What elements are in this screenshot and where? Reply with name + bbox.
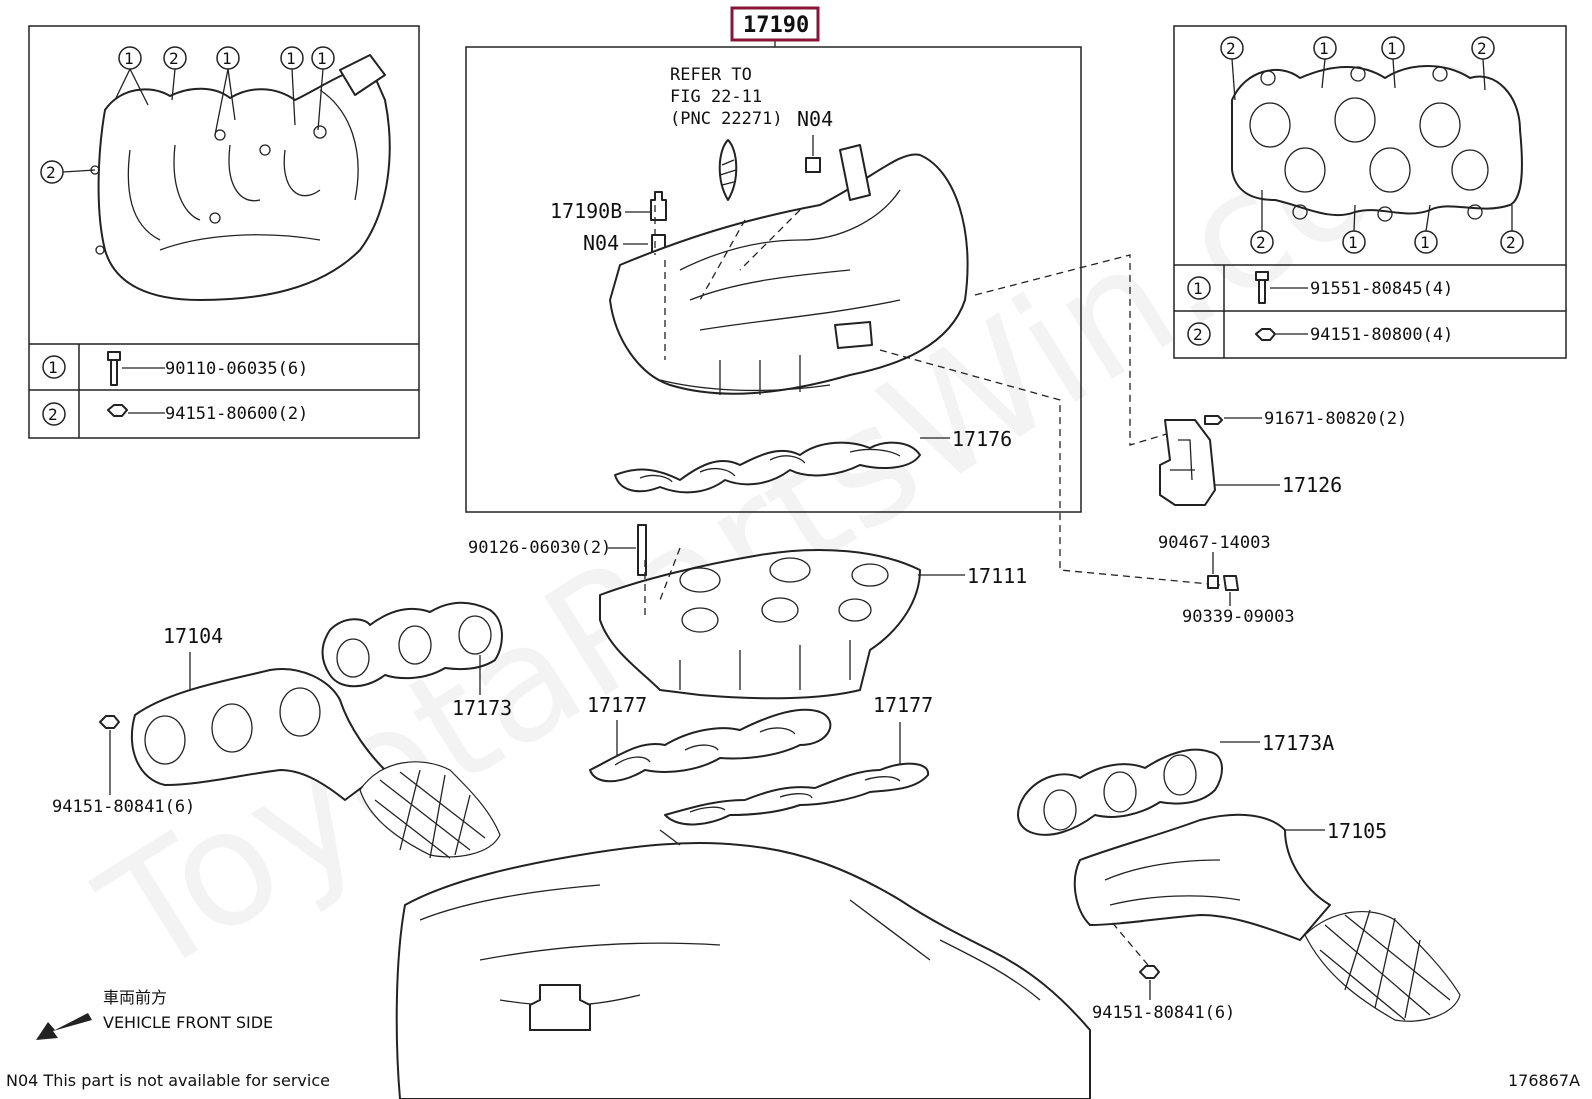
gasket-17173a xyxy=(1017,748,1223,836)
label-17177-b: 17177 xyxy=(873,693,933,717)
legend-part-94151-80800: 94151-80800(4) xyxy=(1310,325,1453,345)
callout-2: 2 xyxy=(1506,233,1516,252)
label-17126: 17126 xyxy=(1282,473,1342,497)
bracket-17126 xyxy=(1159,419,1216,506)
legend-part-91551: 91551-80845(4) xyxy=(1310,279,1453,299)
left-inset-callouts: 1 2 1 1 1 2 xyxy=(40,46,335,184)
front-arrow-icon xyxy=(36,1013,92,1040)
right-inset: 2 1 1 2 2 1 1 2 1 2 91551-80845(4) 94151… xyxy=(1173,25,1567,359)
bolt-91671 xyxy=(1204,415,1223,425)
nut-94151-right xyxy=(1139,965,1160,979)
label-n04-top: N04 xyxy=(797,107,833,131)
figure-code: 176867A xyxy=(1508,1071,1580,1090)
callout-2: 2 xyxy=(169,49,179,68)
n04-part-top xyxy=(805,157,821,173)
oil-filler-cap xyxy=(529,984,591,1031)
nut-icon xyxy=(1255,328,1276,341)
callout-2: 2 xyxy=(1226,39,1236,58)
label-90339-09003: 90339-09003 xyxy=(1182,607,1295,627)
callout-1: 1 xyxy=(222,49,232,68)
refer-note-line3: (PNC 22271) xyxy=(670,109,783,129)
lower-intake-group: 90126-06030(2) 17111 17177 17177 xyxy=(468,524,1027,826)
selected-part-number[interactable]: 17190 xyxy=(743,13,809,38)
label-17173a: 17173A xyxy=(1262,731,1334,755)
left-inset: 1 2 1 1 1 2 1 2 90110-06035(6) 94151-806… xyxy=(28,25,420,439)
exhaust-right-group: 17173A 17105 94151-80841(6) xyxy=(1017,731,1461,1023)
label-90126-06030: 90126-06030(2) xyxy=(468,538,611,558)
refer-gasket-icon xyxy=(718,139,738,201)
bolt-icon xyxy=(1255,271,1269,304)
label-90467-14003: 90467-14003 xyxy=(1158,533,1271,553)
label-17105: 17105 xyxy=(1327,819,1387,843)
gasket-17176 xyxy=(614,441,921,494)
callout-1: 1 xyxy=(1387,39,1397,58)
direction-label-japanese: 車両前方 xyxy=(103,988,167,1007)
refer-note-line2: FIG 22-11 xyxy=(670,87,762,107)
selected-part-box[interactable] xyxy=(730,6,820,42)
catalytic-converter-right xyxy=(1304,910,1461,1022)
label-17177-a: 17177 xyxy=(587,693,647,717)
stud-90126 xyxy=(637,524,647,576)
label-91671-80820: 91671-80820(2) xyxy=(1264,409,1407,429)
direction-label-english: VEHICLE FRONT SIDE xyxy=(103,1013,273,1032)
engine-block xyxy=(395,842,1091,1099)
right-inset-frame xyxy=(1173,25,1567,359)
callout-1: 1 xyxy=(1348,233,1358,252)
legend-part-90110: 90110-06035(6) xyxy=(165,359,308,379)
callout-2: 2 xyxy=(46,163,56,182)
left-inset-manifold xyxy=(97,65,391,301)
label-17111: 17111 xyxy=(967,564,1027,588)
callout-1: 1 xyxy=(286,49,296,68)
left-inset-frame xyxy=(28,25,420,439)
callout-1: 1 xyxy=(124,49,134,68)
intake-manifold-upper xyxy=(609,153,969,395)
label-n04-left: N04 xyxy=(583,231,619,255)
part-90339 xyxy=(1223,575,1239,591)
label-17173: 17173 xyxy=(452,696,512,720)
part-17190b xyxy=(650,191,667,221)
nut-icon xyxy=(107,404,128,417)
callout-1: 1 xyxy=(1420,233,1430,252)
legend-num-1: 1 xyxy=(48,358,58,377)
callout-1: 1 xyxy=(1319,39,1329,58)
legend-num-2: 2 xyxy=(1193,325,1203,344)
exhaust-left-group: 17104 94151-80841(6) 17173 xyxy=(52,601,512,859)
center-assembly: 17190 REFER TO FIG 22-11 (PNC 22271) N04… xyxy=(465,6,1221,586)
legend-part-94151-80600: 94151-80600(2) xyxy=(165,404,308,424)
callout-1: 1 xyxy=(317,49,327,68)
refer-note-line1: REFER TO xyxy=(670,65,752,85)
footnote: N04 This part is not available for servi… xyxy=(6,1071,330,1090)
callout-2: 2 xyxy=(1256,233,1266,252)
nut-94151-left xyxy=(99,715,120,729)
label-94151-80841-left: 94151-80841(6) xyxy=(52,797,195,817)
label-17190b: 17190B xyxy=(550,199,622,223)
bracket-17126-group: 91671-80820(2) 17126 90467-14003 90339-0… xyxy=(1158,409,1407,627)
bolt-icon xyxy=(107,351,121,386)
label-17104: 17104 xyxy=(163,624,223,648)
right-inset-gasket xyxy=(1231,65,1523,217)
right-inset-callouts: 2 1 1 2 2 1 1 2 xyxy=(1220,36,1524,254)
legend-num-1: 1 xyxy=(1193,279,1203,298)
label-17176: 17176 xyxy=(952,427,1012,451)
label-94151-80841-right: 94151-80841(6) xyxy=(1092,1003,1235,1023)
part-90467 xyxy=(1207,575,1219,589)
catalytic-converter-left xyxy=(359,761,501,858)
callout-2: 2 xyxy=(1477,39,1487,58)
assembly-frame xyxy=(465,46,1082,513)
exhaust-manifold-17105 xyxy=(1073,813,1331,941)
legend-num-2: 2 xyxy=(48,405,58,424)
